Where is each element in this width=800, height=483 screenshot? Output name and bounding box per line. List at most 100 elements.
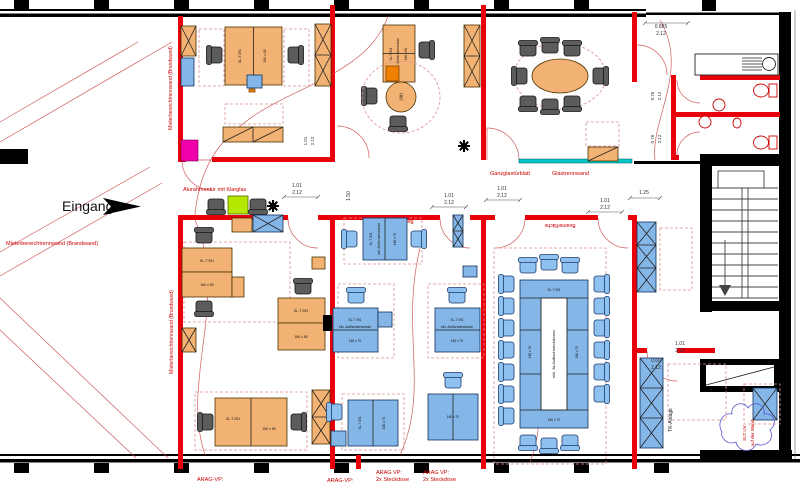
cabinet-x (180, 25, 197, 57)
dimension: 1.50 (346, 191, 352, 201)
desk-label: inkl. Auftischsteckdose (339, 325, 371, 329)
table-note: inkl. 8x Auftischsteckdosen (551, 330, 556, 378)
entrance-arrow-icon (103, 198, 141, 215)
elt-label: auf der Wand (750, 419, 755, 446)
door-arc (439, 217, 471, 249)
chair (518, 257, 538, 274)
door-arc (636, 44, 668, 76)
office-b: SL-T 091 inkl. Auftischsteckdose 160 x 8… (361, 24, 481, 154)
chair (592, 66, 609, 86)
revision-cloud (719, 403, 775, 451)
chair (410, 229, 427, 249)
dimension: 1.01 (600, 198, 610, 204)
side-table (227, 195, 249, 215)
cabinet-x (252, 214, 284, 233)
office-a: SL-T 091 160 x 80 1.01 2.12 (180, 23, 332, 162)
desk-label: SL-T 091 (450, 318, 463, 322)
chair (540, 98, 560, 115)
desk-label: inkl. Auftischsteckdose (377, 223, 381, 255)
column (494, 0, 509, 10)
desk-pair: SL-T 091 inkl. Auftischsteckdose 160 x 7… (362, 217, 408, 261)
cabinet (231, 217, 253, 233)
clearance-zone (224, 103, 284, 125)
clearance-zone (667, 363, 727, 421)
clearance-zone (283, 28, 310, 87)
door-arc (676, 131, 701, 156)
clearance-zone (198, 28, 225, 87)
door-arc (287, 217, 319, 249)
elt-label: ELT UV (742, 425, 747, 440)
right-rooms: TK-Anlage ELT UV auf der Wand (636, 221, 781, 451)
column (14, 463, 29, 473)
dimension: 0.76 (650, 134, 655, 143)
chair (206, 198, 226, 215)
chair (498, 362, 515, 382)
column (254, 463, 269, 473)
left-wall-stub (0, 149, 28, 164)
dimension: 2.12 (310, 136, 315, 145)
marker (248, 88, 256, 93)
cooktop-grill (742, 57, 762, 71)
partition-walls (178, 5, 780, 469)
container-highlight (385, 65, 400, 82)
table-label: 160 x 70 (575, 346, 579, 358)
chair (498, 384, 515, 404)
column (14, 0, 29, 10)
washbasin (698, 115, 712, 129)
glass-wall-label: Glastrennwand (552, 171, 589, 177)
cabinet-x (463, 24, 481, 88)
door-label: Alurahmentür mit Klarglas (183, 187, 247, 193)
desk-label: SL-T 091 (200, 259, 214, 263)
light-symbol-icon (265, 198, 281, 214)
dimension: 2.12 (675, 348, 685, 354)
desk-label: 160 x 80 (404, 48, 408, 60)
firewall-label: Mieterbereichtrennwand (Brandwand) (169, 290, 175, 374)
annotations: Mieterbereichtrennwand (Brandwand) Miete… (6, 46, 589, 483)
site-diagonals (0, 41, 173, 459)
desk-label: SL-T 091 (358, 416, 362, 429)
office-c: SL-T 091 160 x 80 SL-T 091 160 x 80 SL-T… (181, 214, 331, 451)
desk-pair: SL-T 091 160 x 80 (214, 397, 288, 447)
column (334, 0, 349, 10)
entrance-lobby: Eingang Alurahmentür mit Klarglas (62, 187, 281, 215)
arag-note: ARAG VP: (376, 470, 402, 476)
door-arc (181, 159, 213, 191)
desk-label: SL-T 091 (294, 309, 308, 313)
glass-partition (518, 158, 633, 164)
door-arc (597, 217, 629, 249)
chair (498, 318, 515, 338)
chair (498, 296, 515, 316)
clearance-zone (659, 227, 693, 291)
dimension: 2.12 (444, 200, 454, 206)
dimension: 2.12 (657, 91, 662, 100)
desk-label: inkl. Auftischsteckdose (441, 325, 473, 329)
chair (361, 86, 378, 106)
column (334, 463, 349, 473)
chair (593, 318, 610, 338)
chair (560, 434, 580, 451)
column (94, 463, 109, 473)
chair (443, 372, 463, 389)
chair (248, 198, 268, 215)
wc-rooms (698, 83, 778, 150)
right-exterior-wall (779, 12, 791, 460)
clearance-zone (341, 393, 405, 451)
chair (593, 340, 610, 360)
door-arc (486, 127, 520, 161)
desk-label: 160 x 80 (263, 49, 267, 62)
table-label: SL-T 091 (547, 288, 560, 292)
stair-steps (712, 187, 778, 299)
column (574, 463, 589, 473)
chair (194, 300, 214, 317)
desk-label: 160 x 80 (294, 335, 307, 339)
desk-label: inkl. Auftischsteckdose (396, 38, 400, 70)
arag-note: ARAG-VP: (327, 478, 354, 483)
conference-table: SL-T 091 160 x 70 160 x 70 160 x 70 inkl… (519, 279, 589, 429)
arag-note: 2x Steckdose (423, 477, 456, 483)
cabinet (180, 57, 195, 87)
chair (206, 45, 223, 65)
desk-label: SL-T 091 (238, 49, 242, 63)
shaft (700, 359, 780, 392)
desk-group: SL-T 091 inkl. Auftischsteckdose 160 x 7… (332, 307, 393, 353)
